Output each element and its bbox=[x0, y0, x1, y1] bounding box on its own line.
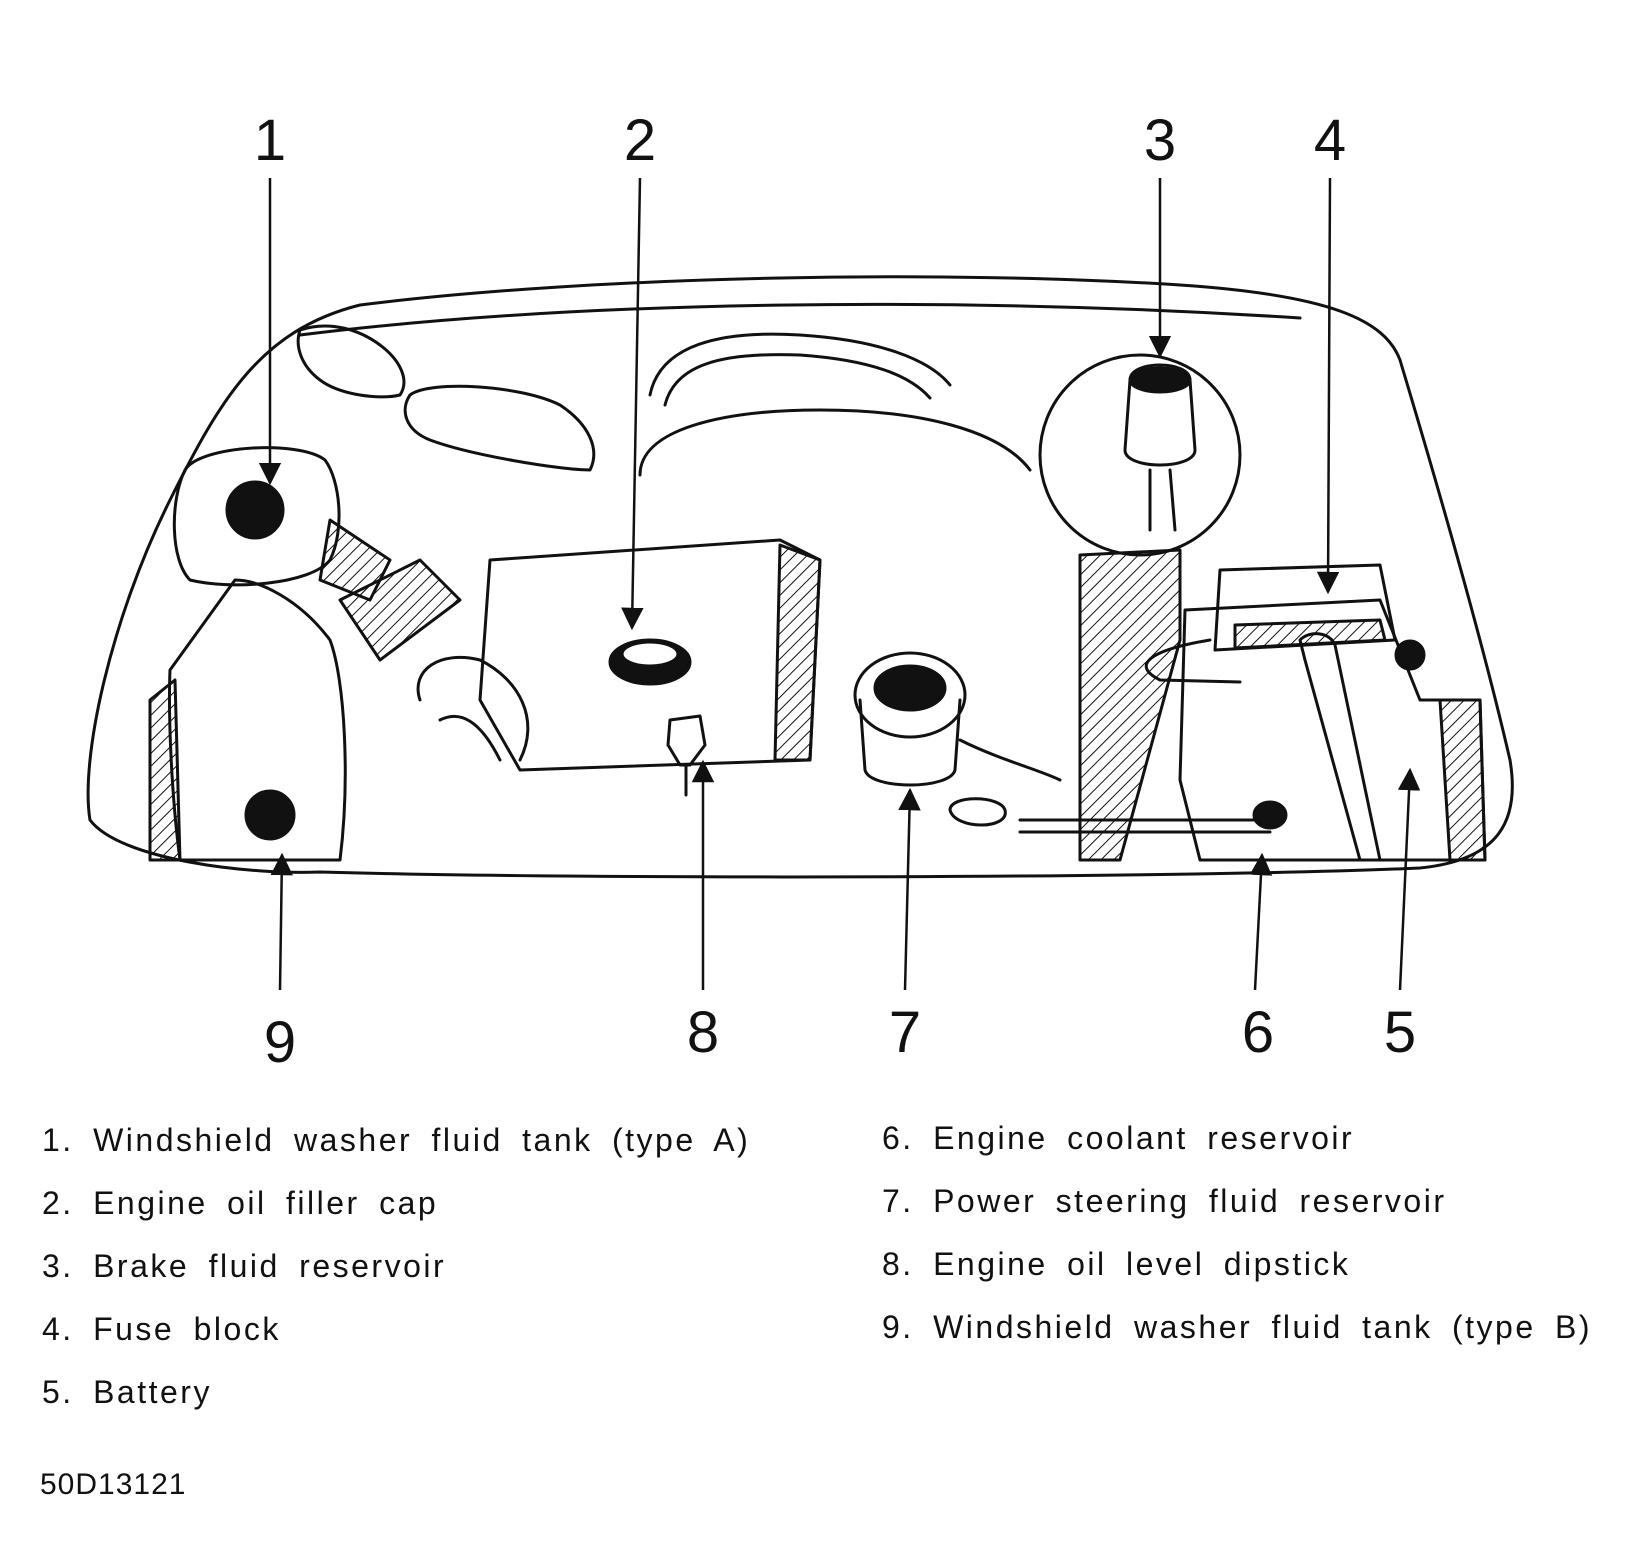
left-hatch-area bbox=[338, 558, 462, 662]
leader-line-5 bbox=[1397, 767, 1421, 991]
dipstick-handle bbox=[666, 714, 707, 767]
legend-text: Engine oil level dipstick bbox=[933, 1246, 1351, 1282]
legend-item-9: 9. Windshield washer fluid tank (type B) bbox=[882, 1311, 1592, 1343]
hood-outline bbox=[86, 275, 1514, 879]
engine-cover-hatch bbox=[773, 543, 822, 762]
leader-line-6 bbox=[1249, 852, 1273, 991]
legend-text: Battery bbox=[93, 1374, 212, 1410]
oil-filler-cap-top bbox=[620, 640, 680, 668]
callout-8: 8 bbox=[687, 1000, 719, 1065]
brake-fluid-reservoir bbox=[1123, 363, 1197, 467]
callout-3: 3 bbox=[1144, 108, 1176, 173]
washer-tank-a-cap bbox=[225, 480, 285, 540]
legend-item-8: 8. Engine oil level dipstick bbox=[882, 1248, 1350, 1280]
legend-num: 9. bbox=[882, 1309, 914, 1345]
legend-text: Windshield washer fluid tank (type A) bbox=[93, 1122, 751, 1158]
figure-code: 50D13121 bbox=[40, 1468, 187, 1501]
legend-num: 4. bbox=[42, 1311, 74, 1347]
radiator-hose bbox=[416, 655, 530, 762]
ps-reservoir-cap bbox=[853, 651, 967, 739]
ps-reservoir-cap-inner bbox=[873, 664, 947, 712]
leader-line-4 bbox=[1316, 177, 1340, 595]
legend-num: 7. bbox=[882, 1183, 914, 1219]
legend-item-5: 5. Battery bbox=[42, 1376, 212, 1408]
legend-num: 2. bbox=[42, 1185, 74, 1221]
legend-num: 3. bbox=[42, 1248, 74, 1284]
battery-terminal bbox=[1394, 639, 1426, 671]
coolant-hose bbox=[958, 738, 1272, 834]
legend-num: 6. bbox=[882, 1120, 914, 1156]
legend-text: Brake fluid reservoir bbox=[93, 1248, 447, 1284]
legend-text: Fuse block bbox=[93, 1311, 281, 1347]
brake-reservoir-cap bbox=[1128, 366, 1192, 394]
callout-9: 9 bbox=[264, 1010, 296, 1075]
legend-item-3: 3. Brake fluid reservoir bbox=[42, 1250, 446, 1282]
legend-num: 8. bbox=[882, 1246, 914, 1282]
legend-item-7: 7. Power steering fluid reservoir bbox=[882, 1185, 1446, 1217]
leader-line-9 bbox=[270, 852, 293, 991]
legend-num: 5. bbox=[42, 1374, 74, 1410]
brake-line bbox=[1148, 468, 1177, 532]
callout-4: 4 bbox=[1314, 108, 1346, 173]
callout-5: 5 bbox=[1384, 1000, 1416, 1065]
callout-2: 2 bbox=[624, 108, 656, 173]
legend-text: Power steering fluid reservoir bbox=[933, 1183, 1447, 1219]
legend-num: 1. bbox=[42, 1122, 74, 1158]
legend-item-1: 1. Windshield washer fluid tank (type A) bbox=[42, 1124, 750, 1156]
legend-text: Windshield washer fluid tank (type B) bbox=[933, 1309, 1593, 1345]
callout-1: 1 bbox=[254, 108, 286, 173]
legend-item-6: 6. Engine coolant reservoir bbox=[882, 1122, 1354, 1154]
fuse-block bbox=[1213, 563, 1397, 652]
ps-reservoir-body bbox=[858, 698, 962, 787]
left-bracket bbox=[296, 324, 406, 399]
washer-b-hatch bbox=[148, 678, 182, 862]
coolant-reservoir-cap bbox=[1252, 800, 1288, 830]
engine-bay-shadow bbox=[1078, 548, 1182, 862]
air-duct bbox=[403, 384, 596, 472]
legend-item-4: 4. Fuse block bbox=[42, 1313, 281, 1345]
battery-hatch bbox=[1438, 698, 1487, 862]
callout-7: 7 bbox=[889, 1000, 921, 1065]
legend-text: Engine coolant reservoir bbox=[933, 1120, 1355, 1156]
engine-block-top bbox=[638, 408, 1032, 477]
hood-inner-line bbox=[298, 302, 1302, 337]
leader-line-2 bbox=[621, 177, 644, 631]
rad-cap bbox=[948, 797, 1007, 827]
washer-tank-b-cap bbox=[244, 789, 296, 841]
legend-item-2: 2. Engine oil filler cap bbox=[42, 1187, 438, 1219]
battery-cable bbox=[1144, 638, 1242, 684]
intake-hose bbox=[648, 332, 952, 407]
callout-6: 6 bbox=[1242, 1000, 1274, 1065]
legend-text: Engine oil filler cap bbox=[93, 1185, 439, 1221]
battery-clamp bbox=[1298, 632, 1382, 862]
leader-line-7 bbox=[898, 787, 921, 991]
